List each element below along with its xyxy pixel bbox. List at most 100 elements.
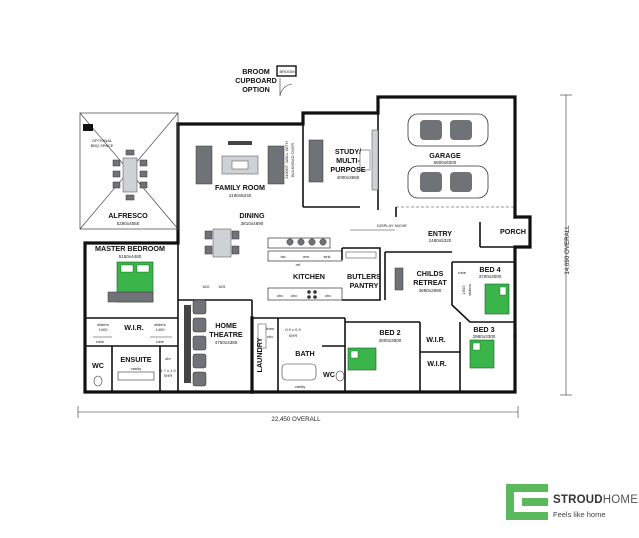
bed-2-dim: 3000x3500 (379, 338, 402, 343)
garage: GARAGE 5800x6000 (396, 113, 515, 208)
entry: DISPLAY NICHE ENTRY 1480x5320 PORCH (350, 207, 526, 248)
porch-label: PORCH (500, 227, 526, 236)
overall-height-label: 14,690 OVERALL (564, 225, 571, 275)
garage-label: GARAGE (429, 151, 461, 160)
childs-retreat: CHILDS RETREAT 3680x2980 (384, 251, 452, 300)
entry-label: ENTRY (428, 229, 452, 238)
bed-4-sliders-value: 1600 (461, 285, 466, 295)
master-bedroom-label: MASTER BEDROOM (95, 244, 165, 253)
overall-dimensions: 22,450 OVERALL 14,690 OVERALL (77, 94, 572, 423)
stroud-homes-logo-icon (506, 484, 548, 520)
bbq-label-1: OPTIONAL (92, 138, 113, 143)
dining: DINING 3810x4690 (204, 211, 265, 258)
broom-cupboard: BROOM CUPBOARD OPTION BROOM (235, 65, 297, 97)
laundry-linen: linen (266, 326, 274, 331)
ensuite-label: ENSUITE (120, 355, 151, 364)
study-wall-note-2: BULKHEAD OVER (290, 143, 295, 177)
kitchen-mw: mw (303, 254, 309, 259)
butlers-pantry-label-1: BUTLERS (347, 272, 381, 281)
butlers-pantry-label-2: PANTRY (350, 281, 379, 290)
overall-width-label: 22,450 OVERALL (271, 416, 321, 423)
home-theatre: 620 625 HOME THEATRE 4750x3380 (178, 284, 253, 387)
ensuite: vanity ENSUITE 1.7 x 1.0 SHR shr WC (92, 346, 176, 392)
brand-name: STROUDHOMES (553, 494, 639, 506)
kitchen-ohc-2: ohc (291, 293, 297, 298)
wc-bath-label: WC (323, 370, 335, 379)
bath-label: BATH (295, 349, 314, 358)
master-bedroom: MASTER BEDROOM 5150x4480 (85, 243, 179, 392)
broom-label-2: CUPBOARD (235, 76, 277, 85)
broom-mini-label: BROOM (279, 69, 294, 74)
family-room-label: FAMILY ROOM (215, 183, 265, 192)
laundry-ohc: ohc (267, 334, 273, 339)
brand-block: STROUDHOMES Feels like home (506, 484, 639, 530)
bath-shower-size: 0.9 x 0.9 (285, 327, 301, 332)
wir-robe-right: robe (156, 339, 165, 344)
wir-sliders-right-value: 1400 (156, 327, 166, 332)
alfresco-dim: 5280x4550 (117, 221, 140, 226)
broom-label-3: OPTION (242, 85, 270, 94)
childs-retreat-label-2: RETREAT (413, 278, 447, 287)
study-label-2: MULTI- (336, 156, 360, 165)
dining-label: DINING (239, 211, 265, 220)
laundry: LAUNDRY linen ohc (252, 317, 345, 392)
theatre-label-1: HOME (215, 321, 237, 330)
study-label-3: PURPOSE (330, 165, 365, 174)
brand-tagline: Feels like home (553, 510, 606, 519)
bed-3-wir-label: W.I.R. (427, 359, 447, 368)
bed-2-label: BED 2 (379, 328, 400, 337)
bed-wirs: W.I.R. W.I.R. (420, 322, 461, 392)
family-room-dim: 4190x8240 (229, 193, 252, 198)
master-bedroom-dim: 5150x4480 (119, 254, 142, 259)
car-2 (407, 165, 489, 199)
bed-4-dim: 3700x3000 (479, 274, 502, 279)
wir-sliders-left-value: 1400 (99, 327, 109, 332)
bed-4-label: BED 4 (479, 265, 500, 274)
theatre-label-2: THEATRE (209, 330, 243, 339)
kitchen-ohc-1: ohc (277, 293, 283, 298)
kitchen: dw mw sink KITCHEN ohc ohc ohc ref (267, 237, 343, 301)
theatre-dim-625: 625 (219, 284, 226, 289)
bed-4-sliders: sliders (467, 284, 472, 296)
alfresco: OPTIONAL BBQ SPACE ALFRESCO 5280x4550 (79, 112, 179, 230)
study: 1100HT. WALL WITH BULKHEAD OVER STUDY/ M… (284, 113, 379, 210)
brand-name-bold: STROUD (553, 494, 603, 506)
wc-ensuite-label: WC (92, 361, 104, 370)
bed-3: BED 3 2980x3300 (469, 325, 496, 369)
bed-2: BED 2 3000x3500 (345, 321, 421, 392)
ensuite-shr: shr (165, 356, 171, 361)
laundry-label: LAUNDRY (255, 337, 264, 372)
wir-robe-left: robe (96, 339, 105, 344)
entry-dim: 1480x5320 (429, 238, 452, 243)
bbq-label-2: BBQ SPACE (91, 143, 114, 148)
garage-dim: 5800x6000 (434, 160, 457, 165)
childs-retreat-label-1: CHILDS (417, 269, 444, 278)
wir-sliders-left: sliders (97, 322, 109, 327)
bed-3-dim: 2980x3300 (473, 334, 496, 339)
kitchen-label: KITCHEN (293, 272, 325, 281)
kitchen-sink: sink (323, 254, 330, 259)
theatre-dim: 4750x3380 (215, 340, 238, 345)
bath-shower-label: SHR (289, 333, 298, 338)
childs-retreat-dim: 3680x2980 (419, 288, 442, 293)
study-dim: 4000x3660 (337, 175, 360, 180)
kitchen-ohc-3: ohc (325, 293, 331, 298)
ensuite-vanity: vanity (131, 366, 141, 371)
bed-4: BED 4 3700x3000 1600 sliders robe (451, 261, 515, 323)
kitchen-ref: ref (296, 262, 302, 267)
bath-vanity: vanity (295, 384, 305, 389)
family-room: FAMILY ROOM 4190x8240 (195, 141, 285, 198)
wir-label: W.I.R. (124, 323, 144, 332)
bed-2-wir-label: W.I.R. (426, 335, 446, 344)
master-wir: sliders 1400 sliders 1400 W.I.R. robe ro… (85, 322, 178, 347)
ensuite-shower-label: SHR (164, 373, 173, 378)
alfresco-label: ALFRESCO (108, 211, 148, 220)
car-1 (407, 113, 489, 147)
display-niche-label: DISPLAY NICHE (377, 223, 407, 228)
wir-sliders-right: sliders (154, 322, 166, 327)
ensuite-shower-size: 1.7 x 1.0 (160, 368, 176, 373)
kitchen-dw: dw (280, 254, 285, 259)
bed-3-label: BED 3 (473, 325, 494, 334)
theatre-dim-620: 620 (203, 284, 210, 289)
study-label-1: STUDY/ (335, 147, 361, 156)
